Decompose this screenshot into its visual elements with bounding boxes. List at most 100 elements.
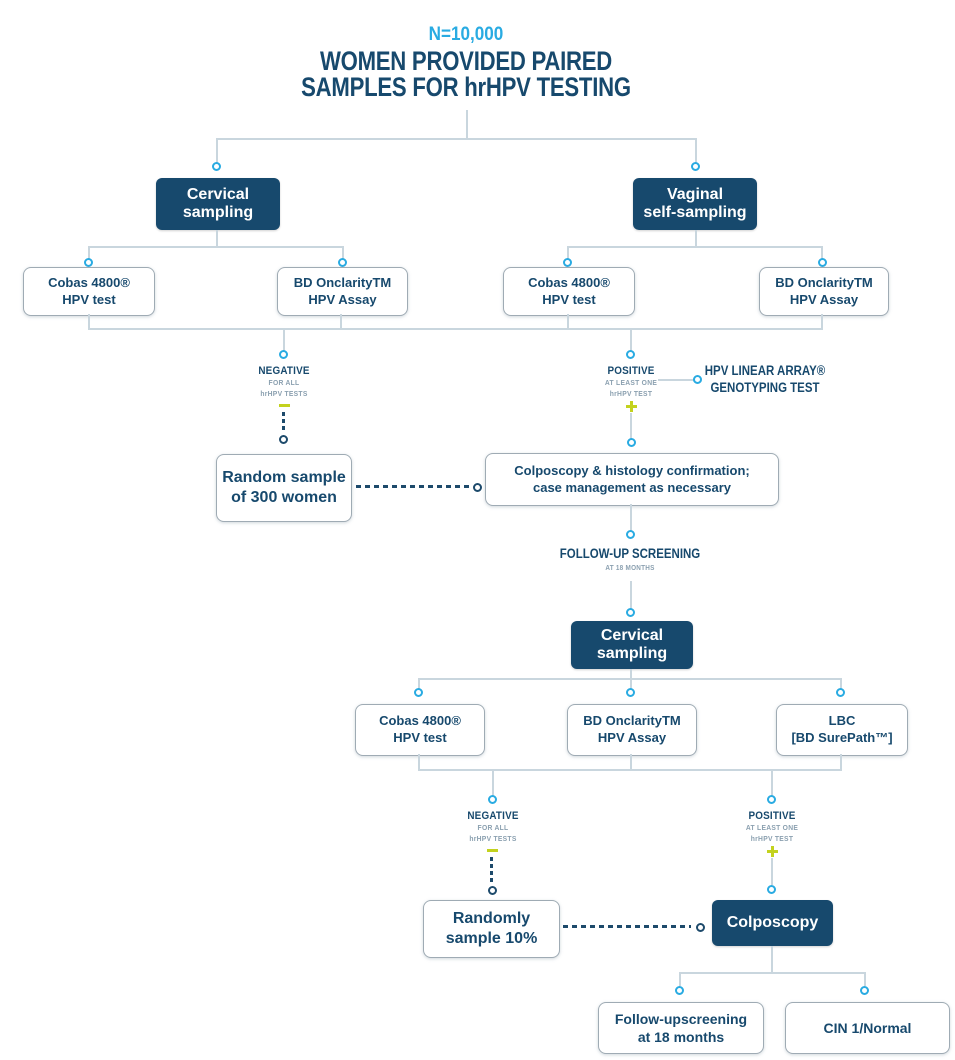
connector-line	[840, 754, 842, 771]
connector-dot-icon	[626, 688, 635, 697]
connector-line	[418, 769, 842, 771]
box-label: Cobas 4800®	[528, 274, 610, 290]
negative-sign-icon	[487, 849, 498, 852]
connector-line	[418, 678, 420, 689]
box-cervical-sampling-2: Cervical sampling	[571, 621, 693, 669]
connector-dot-icon	[626, 530, 635, 539]
box-label: sampling	[182, 204, 254, 221]
connector-dot-icon	[675, 986, 684, 995]
box-onclarity-assay-2: BD OnclarityTM HPV Assay	[759, 267, 889, 316]
connector-line	[340, 314, 342, 330]
label-line: HPV LINEAR ARRAY®	[704, 363, 826, 378]
box-random-sample-300: Random sample of 300 women	[216, 454, 352, 522]
connector-dot-dark-icon	[279, 435, 288, 444]
outcome-negative-round2: NEGATIVE FOR ALL hrHPV TESTS	[403, 810, 583, 845]
box-label: of 300 women	[231, 489, 337, 506]
box-label: Cervical	[186, 185, 250, 203]
connector-line	[283, 328, 285, 351]
box-label: HPV Assay	[308, 291, 377, 307]
outcome-subtitle: FOR ALL	[477, 823, 509, 832]
label-follow-up-screening: FOLLOW-UP SCREENING AT 18 MONTHS	[545, 546, 715, 572]
connector-line	[466, 110, 468, 139]
connector-line	[630, 669, 632, 680]
box-colposcopy-histology: Colposcopy & histology confirmation; cas…	[485, 453, 779, 506]
connector-line	[840, 678, 842, 689]
box-cobas-test-2: Cobas 4800® HPV test	[503, 267, 635, 316]
outcome-subtitle: hrHPV TESTS	[469, 834, 517, 844]
outcome-title: POSITIVE	[748, 810, 796, 822]
outcome-subtitle: FOR ALL	[268, 378, 300, 387]
outcome-subtitle: AT LEAST ONE	[604, 378, 658, 387]
box-label: Follow-upscreening	[614, 1010, 748, 1027]
box-onclarity-assay-3: BD OnclarityTM HPV Assay	[567, 704, 697, 756]
box-label: Colposcopy & histology confirmation;	[514, 462, 750, 478]
connector-line	[679, 972, 681, 986]
connector-line	[567, 246, 569, 259]
box-vaginal-self-sampling: Vaginal self-sampling	[633, 178, 757, 230]
box-label: HPV test	[542, 291, 596, 307]
dashed-connector-line	[490, 857, 493, 885]
connector-dot-icon	[212, 162, 221, 171]
box-label: HPV Assay	[597, 730, 667, 745]
box-cin-normal: CIN 1/Normal	[785, 1002, 950, 1054]
box-random-sample-10: Randomly sample 10%	[423, 900, 560, 958]
connector-line	[88, 246, 90, 259]
connector-dot-icon	[627, 438, 636, 447]
connector-line	[216, 230, 218, 248]
connector-line	[695, 230, 697, 248]
box-label: BD OnclarityTM	[293, 274, 392, 290]
outcome-positive-round2: POSITIVE AT LEAST ONE hrHPV TEST	[682, 810, 862, 845]
box-label: at 18 months	[637, 1029, 725, 1045]
outcome-title: NEGATIVE	[467, 810, 519, 822]
box-label: Vaginal	[666, 185, 724, 203]
connector-line	[418, 754, 420, 771]
box-label: self-sampling	[643, 204, 747, 221]
box-label: Randomly	[452, 910, 531, 927]
connector-dot-icon	[279, 350, 288, 359]
connector-dot-icon	[693, 375, 702, 384]
outcome-subtitle: AT LEAST ONE	[745, 823, 799, 832]
connector-line	[216, 138, 218, 163]
connector-line	[864, 972, 866, 986]
connector-line	[630, 754, 632, 771]
outcome-title: POSITIVE	[607, 365, 655, 377]
dashed-connector-line	[563, 925, 691, 928]
box-label: [BD SurePath™]	[791, 730, 893, 745]
connector-dot-icon	[626, 350, 635, 359]
box-label: HPV test	[62, 291, 116, 307]
connector-line	[771, 858, 773, 885]
connector-dot-icon	[563, 258, 572, 267]
connector-line	[630, 678, 632, 689]
connector-dot-icon	[767, 795, 776, 804]
connector-dot-icon	[818, 258, 827, 267]
box-label: HPV Assay	[789, 291, 859, 307]
connector-line	[492, 769, 494, 796]
positive-sign-icon	[626, 401, 637, 412]
outcome-title: NEGATIVE	[258, 365, 310, 377]
connector-line	[695, 138, 697, 163]
connector-line	[88, 246, 344, 248]
connector-line	[342, 246, 344, 259]
box-label: sampling	[596, 645, 668, 662]
box-cobas-test-3: Cobas 4800® HPV test	[355, 704, 485, 756]
outcome-subtitle: hrHPV TEST	[609, 389, 653, 399]
box-label: Random sample	[222, 469, 346, 486]
outcome-subtitle: hrHPV TESTS	[260, 389, 308, 399]
outcome-positive-round1: POSITIVE AT LEAST ONE hrHPV TEST	[541, 365, 721, 400]
connector-line	[88, 314, 90, 330]
box-label: HPV test	[393, 730, 447, 745]
label-subtitle: AT 18 MONTHS	[605, 562, 655, 572]
connector-line	[771, 769, 773, 796]
cohort-count-label: N=10,000	[428, 24, 504, 45]
connector-dot-icon	[338, 258, 347, 267]
connector-line	[88, 328, 823, 330]
connector-dot-icon	[691, 162, 700, 171]
connector-line	[630, 413, 632, 439]
box-followup-18-months: Follow-upscreening at 18 months	[598, 1002, 764, 1054]
page-title-line1: WOMEN PROVIDED PAIRED	[319, 46, 613, 76]
connector-dot-icon	[84, 258, 93, 267]
negative-sign-icon	[279, 404, 290, 407]
box-cobas-test-1: Cobas 4800® HPV test	[23, 267, 155, 316]
box-label: Cobas 4800®	[379, 713, 461, 729]
connector-dot-icon	[860, 986, 869, 995]
